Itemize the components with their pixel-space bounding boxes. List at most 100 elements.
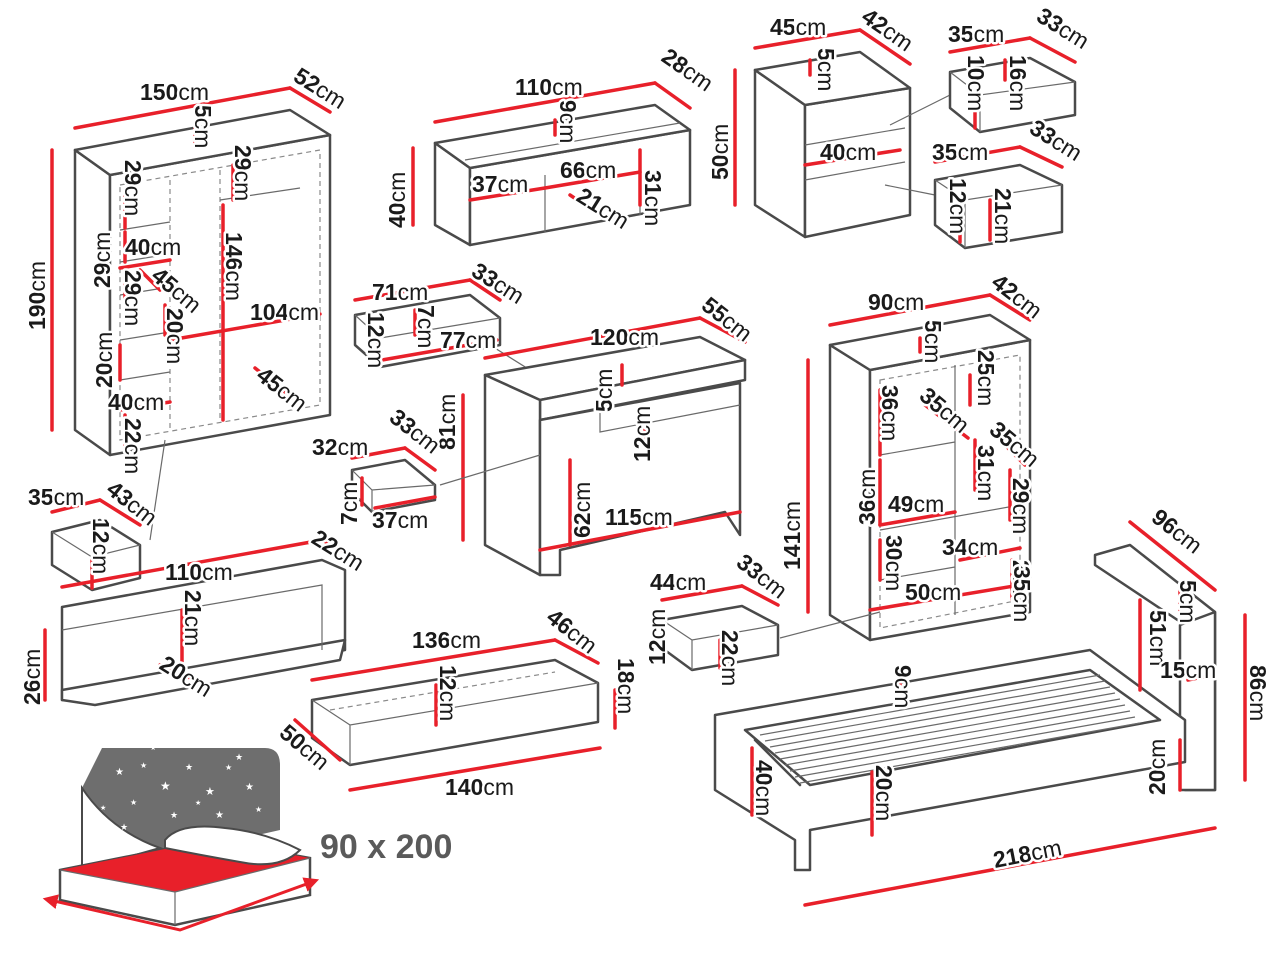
tv-unit-niche-h-label: 31cm [640,170,666,226]
wall-shelf-height-label: 26cm [19,649,45,705]
bookcase-top-label: 5cm [920,320,946,363]
tv-unit-height-label: 40cm [384,172,410,228]
small-drawer-inner-w-label: 37cm [372,507,428,533]
tv-unit-niche-w2-label: 66cm [560,157,616,183]
bed-head-total-label: 86cm [1245,665,1271,721]
bookcase-c12-label: 50cm [905,579,961,605]
bed-drawer-inner-h-label: 12cm [435,665,461,721]
bookcase-c8-label: 29cm [1008,478,1034,534]
wardrobe-height-label: 190cm [24,261,50,330]
ns-drawer2-width-label: 35cm [932,139,988,165]
wall-shelf-width-label: 110cm [165,559,233,585]
bookcase-c5-label: 31cm [973,445,999,501]
small-drawer-width-label: 32cm [312,434,368,460]
bookcase-height-label: 141cm [779,501,805,570]
bookcase-drawer-inner-h-label: 22cm [717,630,743,686]
nightstand-drawer-1 [948,36,1077,134]
tv-unit [411,81,692,247]
desk-leg-h-label: 62cm [569,482,595,538]
desk-leg-w-label: 115cm [605,504,673,530]
bookcase-c13-label: 35cm [1009,566,1035,622]
nightstand-drawer-2 [933,145,1064,250]
svg-text:★: ★ [120,822,128,832]
svg-text:★: ★ [170,810,178,820]
tv-unit-width-label: 110cm [515,74,583,100]
svg-text:★: ★ [100,804,106,812]
wardrobe-drawer-width-label: 35cm [28,484,84,510]
ns-drawer2-depth-label: 33cm [1025,114,1086,166]
ns-drawer1-depth-label: 33cm [1032,2,1093,54]
bed-size-label: 90 x 200 [320,828,452,866]
desk-drawer-width-label: 71cm [372,279,428,305]
svg-text:★: ★ [150,744,156,752]
wardrobe-rail-label: 29cm [230,145,256,201]
bed-foot-h-label: 20cm [1144,739,1170,795]
ns-drawer1-inner-h-label: 16cm [1005,55,1031,111]
wardrobe-drawer-w-label: 40cm [108,389,164,415]
tv-unit-depth-label: 28cm [657,43,718,97]
svg-text:★: ★ [205,786,215,798]
wardrobe-hang-label: 146cm [221,232,247,301]
wardrobe-drawer-height-label: 12cm [88,518,114,574]
bookcase [779,293,1032,642]
desk-depth-label: 55cm [697,291,757,346]
svg-text:★: ★ [255,805,262,814]
ns-drawer1-width-label: 35cm [948,21,1004,47]
desk-width-label: 120cm [590,324,659,350]
wardrobe-inner-w-label: 104cm [250,299,319,325]
bed-drawer-outer-w-label: 140cm [445,774,514,800]
tv-unit-top-label: 9cm [555,100,581,143]
bookcase-drawer [660,584,780,672]
bookcase-c1-label: 25cm [973,350,999,406]
bed-illustration: ★★ ★★ ★★ ★★ ★★ ★★ ★★ ★★ [42,744,320,932]
bookcase-c2-label: 36cm [877,385,903,441]
desk [439,316,747,577]
wardrobe-width-label: 150cm [140,79,209,105]
bookcase-c7-label: 49cm [888,491,944,517]
wardrobe-shelf-h3-label: 29cm [120,270,146,326]
pillow [164,825,302,866]
wardrobe-shelf-h4-label: 20cm [162,308,188,364]
bed-side-h-label: 40cm [751,760,777,816]
bed-head-top-label: 5cm [1175,580,1201,623]
desk-drawer-height-label: 12cm [363,312,389,368]
star-icons: ★★ ★★ ★★ ★★ ★★ ★★ ★★ ★★ [100,744,262,832]
bed-drawer [293,638,617,792]
nightstand [733,28,951,239]
wall-shelf-inner-h-label: 21cm [180,590,206,646]
tv-unit-niche-w1-label: 37cm [472,171,528,197]
bookcase-c10-label: 30cm [881,535,907,591]
desk-top-label: 5cm [591,369,617,412]
nightstand-height-label: 50cm [707,124,733,180]
desk-height-label: 81cm [434,394,460,450]
bed-rail-h-label: 20cm [871,765,897,821]
svg-text:★: ★ [140,761,147,770]
bookcase-depth-label: 42cm [987,268,1047,323]
wardrobe-shelf-h2-label: 29cm [89,232,115,288]
svg-text:★: ★ [245,782,254,793]
bed-slat-gap-label: 9cm [890,665,916,708]
svg-text:★: ★ [235,752,243,762]
ns-drawer2-height-label: 12cm [945,178,971,234]
bookcase-drawer-height-label: 12cm [644,609,670,665]
bookcase-c6-label: 36cm [854,469,880,525]
wardrobe [50,86,332,541]
bed-head-in-label: 15cm [1160,657,1216,683]
ns-drawer2-inner-h-label: 21cm [990,188,1016,244]
small-drawer-height-label: 7cm [336,482,362,525]
bookcase-c9-label: 29cm [1008,560,1034,616]
bookcase-c11-label: 34cm [942,534,998,560]
bed-head-w-label: 96cm [1147,503,1207,558]
bed [713,520,1247,907]
svg-text:★: ★ [195,799,201,807]
nightstand-top-label: 5cm [813,48,839,91]
wall-shelf [43,538,347,707]
wardrobe-drawer-h-label: 22cm [120,418,146,474]
svg-text:★: ★ [185,762,193,772]
bookcase-drawer-width-label: 44cm [650,569,706,595]
wardrobe-top-label: 5cm [190,105,216,148]
ns-drawer1-height-label: 10cm [963,55,989,111]
nightstand-inner-w-label: 40cm [820,139,876,165]
desk-drawer-h-label: 12cm [629,406,655,462]
